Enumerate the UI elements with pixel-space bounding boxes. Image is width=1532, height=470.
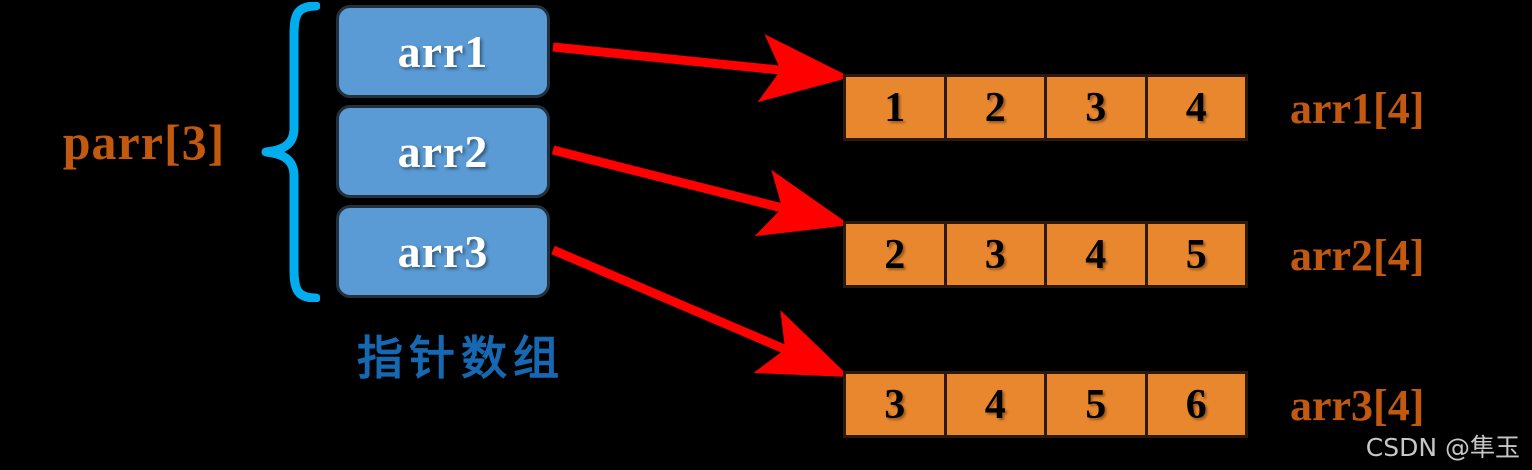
arrow-arr2-to-array2 (551, 145, 851, 237)
value-cell[interactable]: 4 (946, 374, 1047, 435)
value-array-row: 1 2 3 4 (843, 74, 1248, 141)
value-cell[interactable]: 3 (1047, 77, 1148, 138)
pointer-box-label: arr3 (397, 226, 489, 277)
value-array-row: 2 3 4 5 (843, 221, 1248, 288)
pointer-box-label: arr1 (397, 26, 489, 77)
arrow-arr1-to-array1 (552, 34, 851, 103)
value-cell[interactable]: 4 (1047, 224, 1148, 285)
arrow-arr3-to-array3 (551, 245, 850, 377)
value-cell[interactable]: 6 (1147, 374, 1245, 435)
pointer-box-arr1[interactable]: arr1 (336, 5, 550, 98)
watermark: CSDN @隼玉 (1365, 433, 1520, 462)
value-cell[interactable]: 5 (1147, 224, 1245, 285)
value-cell[interactable]: 3 (846, 374, 947, 435)
pointer-box-arr2[interactable]: arr2 (336, 105, 550, 198)
value-cell[interactable]: 3 (946, 224, 1047, 285)
curly-brace-icon (258, 1, 321, 303)
value-array-name-arr2: arr2[4] (1290, 231, 1425, 280)
value-array-name-arr3: arr3[4] (1290, 381, 1425, 430)
value-array-row: 3 4 5 6 (843, 371, 1248, 438)
value-cell[interactable]: 2 (846, 224, 947, 285)
value-cell[interactable]: 2 (946, 77, 1047, 138)
value-cell[interactable]: 1 (846, 77, 947, 138)
pointer-array-caption-chinese: 指针数组 (357, 331, 565, 385)
value-cell[interactable]: 5 (1047, 374, 1148, 435)
pointer-box-label: arr2 (397, 126, 489, 177)
value-array-name-arr1: arr1[4] (1290, 84, 1425, 133)
pointer-array-name-label: parr[3] (62, 114, 226, 170)
value-cell[interactable]: 4 (1147, 77, 1245, 138)
pointer-box-arr3[interactable]: arr3 (336, 205, 550, 298)
